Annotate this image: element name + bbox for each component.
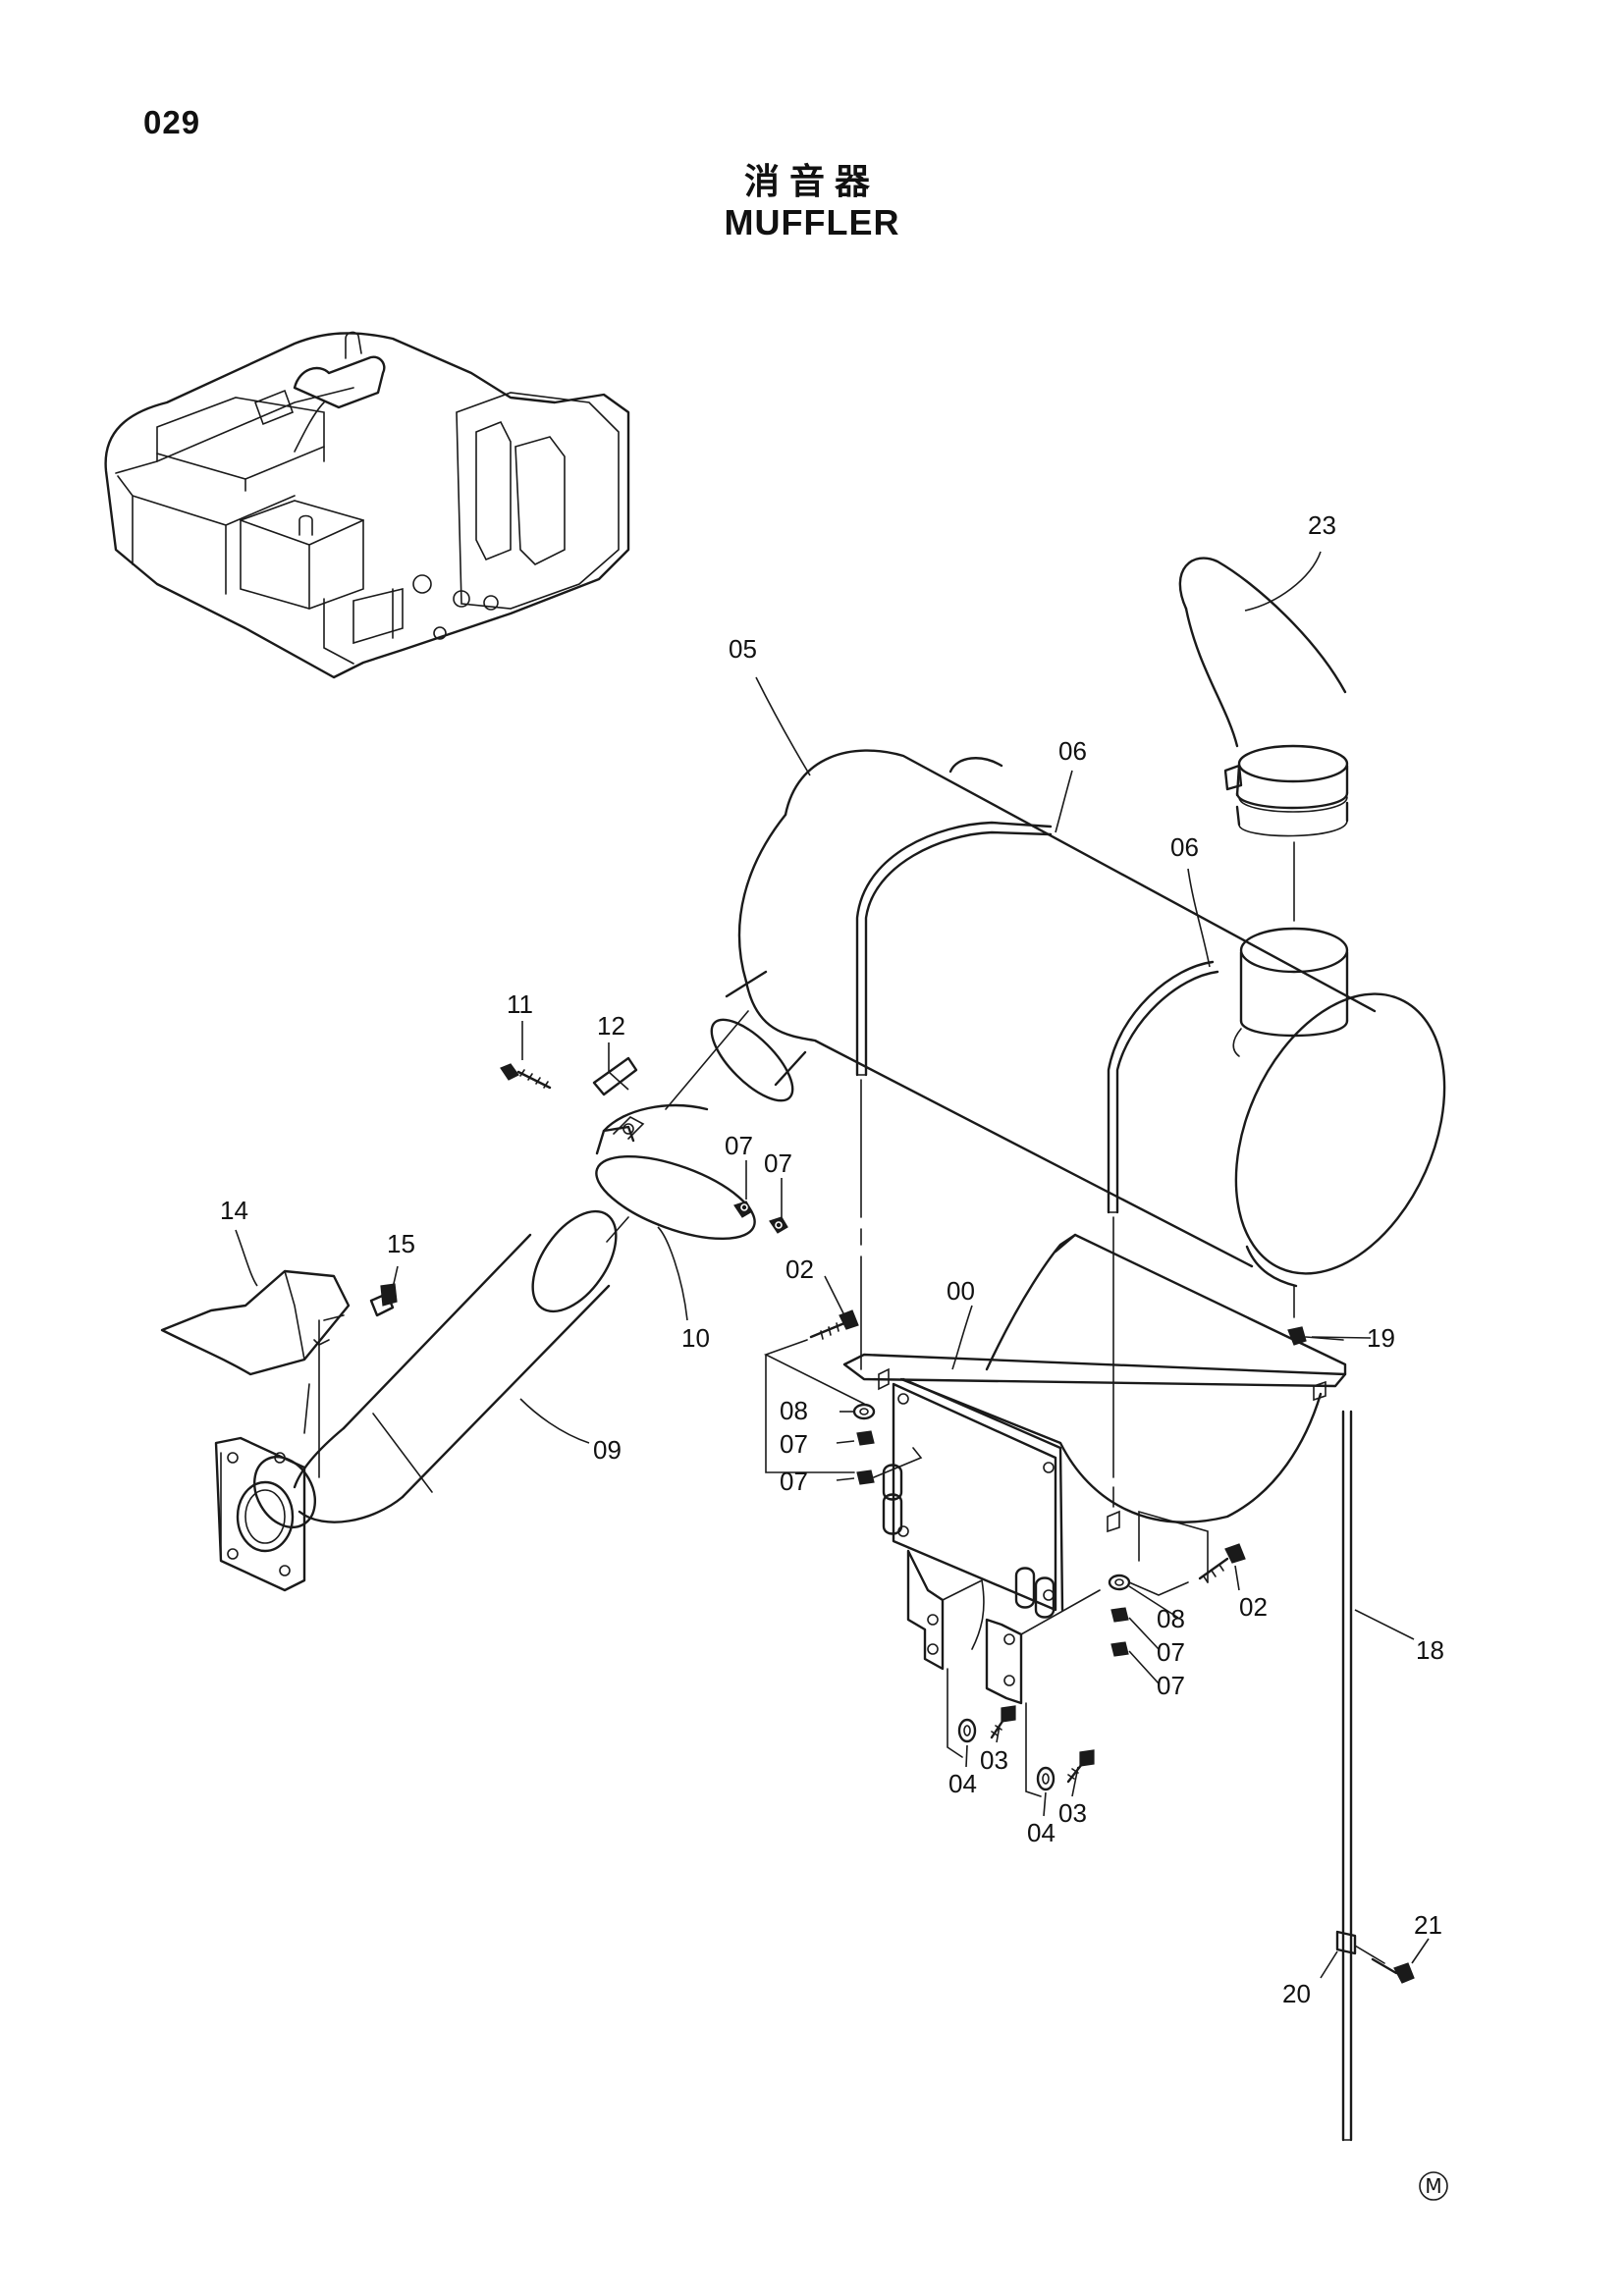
- callout-18: 18: [1416, 1635, 1444, 1665]
- mounting-bracket-left: [906, 1549, 985, 1671]
- callout-02-top: 02: [785, 1255, 814, 1284]
- washer-04-a: [957, 1718, 977, 1743]
- callout-15: 15: [387, 1229, 415, 1258]
- muffler-band-06-front: [855, 821, 1053, 1077]
- nut-07-e: [1110, 1607, 1129, 1623]
- callout-21: 21: [1414, 1910, 1442, 1940]
- callout-07-right-b: 07: [1157, 1671, 1185, 1700]
- callout-23: 23: [1308, 510, 1336, 540]
- callout-12: 12: [597, 1011, 625, 1041]
- stay-rod-18: [1341, 1410, 1353, 2142]
- bolt-02-a: [809, 1309, 859, 1340]
- callout-07-clamp-a: 07: [725, 1131, 753, 1160]
- bolt-03-b: [1066, 1749, 1095, 1784]
- exhaust-pipe-09: [252, 1209, 618, 1528]
- callout-06-front: 06: [1058, 736, 1087, 766]
- callout-02-right: 02: [1239, 1592, 1268, 1622]
- clip-19: [1287, 1326, 1307, 1346]
- callout-14: 14: [220, 1196, 248, 1225]
- callout-04-a: 04: [948, 1769, 977, 1798]
- washer-08-b: [1108, 1574, 1131, 1591]
- callout-00: 00: [947, 1276, 975, 1306]
- muffler-bracket-00: [842, 1233, 1347, 1619]
- washer-08-a: [852, 1403, 876, 1420]
- bolt-15: [369, 1283, 398, 1317]
- callout-07-left-a: 07: [780, 1429, 808, 1459]
- bolt-02-b: [1198, 1543, 1246, 1583]
- callout-08-right: 08: [1157, 1604, 1185, 1633]
- nut-07-d: [856, 1469, 875, 1485]
- callout-10: 10: [681, 1323, 710, 1353]
- corner-mark-logo: M: [1419, 2171, 1448, 2201]
- callout-06-rear: 06: [1170, 832, 1199, 862]
- exhaust-clamp-10: [595, 1103, 756, 1241]
- callout-20: 20: [1282, 1979, 1311, 2008]
- nut-07-c: [856, 1430, 875, 1446]
- assembly-guide-lines: [303, 841, 1344, 1797]
- callout-07-clamp-b: 07: [764, 1148, 792, 1178]
- callout-07-left-b: 07: [780, 1467, 808, 1496]
- bracket-20: [1335, 1930, 1385, 1964]
- callout-08-left: 08: [780, 1396, 808, 1425]
- callout-19: 19: [1367, 1323, 1395, 1353]
- callout-leader-lines: [235, 551, 1430, 1979]
- callout-09: 09: [593, 1435, 622, 1465]
- callout-07-right-a: 07: [1157, 1637, 1185, 1667]
- mounting-bracket-right: [985, 1589, 1101, 1705]
- callout-03-b: 03: [1058, 1798, 1087, 1828]
- callout-04-b: 04: [1027, 1818, 1056, 1847]
- washer-04-b: [1036, 1766, 1056, 1791]
- callout-05: 05: [729, 634, 757, 664]
- nut-07-f: [1110, 1641, 1129, 1657]
- callout-labels: 23 05 06 06 11 12 07 07 14 15 10 02 00 1…: [220, 510, 1444, 2008]
- exhaust-flange: [214, 1436, 306, 1592]
- page-title-chinese: 消音器: [743, 162, 880, 202]
- nut-07-b: [769, 1216, 788, 1234]
- bolt-03-a: [990, 1705, 1016, 1739]
- nut-07-a: [733, 1201, 753, 1218]
- bolt-11: [500, 1063, 552, 1090]
- callout-11: 11: [507, 989, 533, 1019]
- corner-mark-letter: M: [1425, 2174, 1441, 2198]
- muffler-inlet-pipe: [710, 970, 807, 1102]
- machine-overview-illustration: [104, 331, 630, 679]
- muffler-body: [737, 749, 1446, 1288]
- exhaust-elbow-23: [1178, 557, 1349, 837]
- heat-shield-14: [160, 1269, 351, 1376]
- pin-12: [592, 1056, 638, 1096]
- bolt-21: [1371, 1957, 1415, 1984]
- muffler-band-06-rear: [1107, 960, 1219, 1214]
- muffler-outlet-pipe: [1232, 927, 1349, 1057]
- callout-03-a: 03: [980, 1745, 1008, 1775]
- page-number: 029: [143, 104, 201, 140]
- page-title-english: MUFFLER: [724, 202, 900, 242]
